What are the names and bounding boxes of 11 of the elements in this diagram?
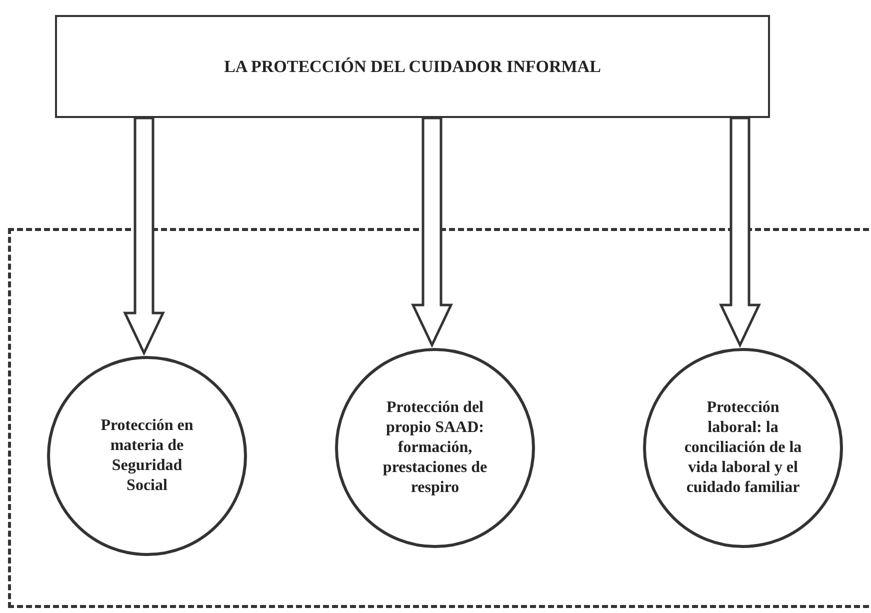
circle-text: Protección del propio SAAD: formación, prestaciones de respiro [382, 398, 488, 498]
circle-node [335, 348, 535, 548]
hollow-arrow [411, 116, 453, 348]
title-box [55, 15, 770, 118]
circle-text: Protección en materia de Seguridad Social [100, 416, 194, 496]
circle-node [47, 356, 247, 556]
title-text: LA PROTECCIÓN DEL CUIDADOR INFORMAL [224, 56, 601, 76]
circle-node [643, 348, 843, 548]
circle-text: Protección laboral: la conciliación de la vida laboral y el cuidado familiar [683, 398, 803, 498]
hollow-arrow [123, 116, 165, 356]
hollow-arrow [719, 116, 761, 348]
